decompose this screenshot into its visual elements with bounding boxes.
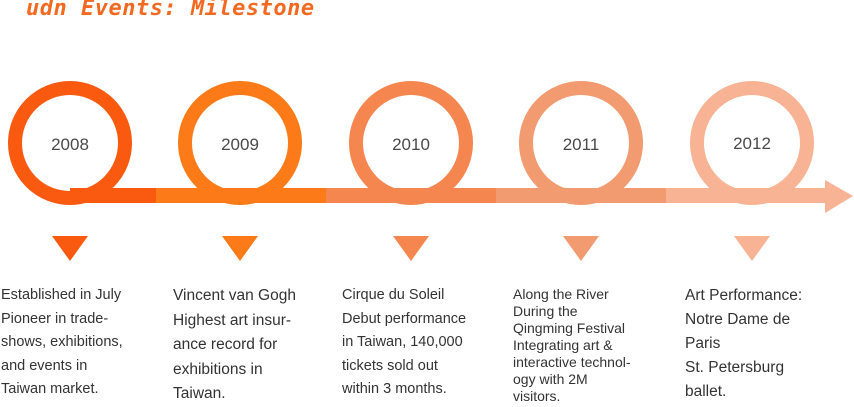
milestone-pointer-2011	[563, 236, 599, 261]
description-line: Taiwan market.	[1, 381, 99, 397]
description-line: Pioneer in trade-	[1, 310, 109, 327]
year-label-2012: 2012	[733, 134, 771, 153]
description-line: ogy with 2M	[513, 371, 588, 387]
description-line: exhibitions in	[173, 360, 263, 378]
description-line: Integrating art &	[513, 337, 613, 353]
milestone-description-2010: Cirque du Soleil Debut performance in Ta…	[342, 284, 466, 402]
year-label-2009: 2009	[221, 135, 259, 154]
milestone-ring-2008	[8, 81, 132, 205]
milestone-description-2012: Art Performance: Notre Dame de Paris St.…	[685, 284, 802, 404]
year-label-2010: 2010	[392, 135, 430, 154]
description-line: interactive technol-	[513, 354, 631, 370]
description-line: ballet.	[685, 383, 727, 400]
description-line: Notre Dame de	[685, 311, 791, 328]
page-title: udn Events: Milestone	[26, 0, 315, 21]
description-line: Established in July	[1, 287, 122, 303]
description-line: and events in	[1, 357, 88, 374]
milestone-pointer-2012	[734, 236, 770, 261]
description-line: shows, exhibitions,	[1, 334, 123, 350]
milestone-ring-2010	[349, 81, 473, 205]
year-label-2008: 2008	[51, 135, 89, 154]
description-line: Paris	[685, 335, 721, 352]
timeline-arrow-head	[825, 180, 853, 213]
description-line: ance record for	[173, 336, 278, 353]
description-line: Along the River	[513, 286, 609, 302]
description-line: in Taiwan, 140,000	[342, 334, 463, 350]
milestone-pointer-2010	[393, 236, 429, 261]
description-line: tickets sold out	[342, 357, 438, 374]
milestone-ring-2009	[178, 81, 302, 205]
year-label-2011: 2011	[562, 135, 600, 154]
milestone-pointer-2009	[222, 236, 258, 261]
milestone-pointer-2008	[52, 236, 88, 261]
description-line: visitors.	[513, 388, 561, 404]
description-line: Art Performance:	[685, 287, 803, 304]
milestone-description-2008: Established in July Pioneer in trade- sh…	[1, 284, 123, 402]
description-line: Debut performance	[342, 310, 467, 327]
description-line: Cirque du Soleil	[342, 287, 445, 303]
description-line: During the	[513, 303, 578, 319]
description-line: Qingming Festival	[513, 320, 626, 336]
milestone-ring-2012	[690, 81, 814, 205]
description-line: Highest art insur-	[173, 311, 292, 329]
description-line: within 3 months.	[342, 381, 447, 397]
description-line: St. Petersburg	[685, 359, 785, 376]
milestone-description-2009: Vincent van Gogh Highest art insur- ance…	[173, 284, 296, 407]
milestone-description-2011: Along the River During the Qingming Fest…	[513, 286, 631, 405]
description-line: Vincent van Gogh	[173, 287, 296, 304]
milestone-ring-2011	[519, 81, 643, 205]
description-line: Taiwan.	[173, 385, 226, 402]
